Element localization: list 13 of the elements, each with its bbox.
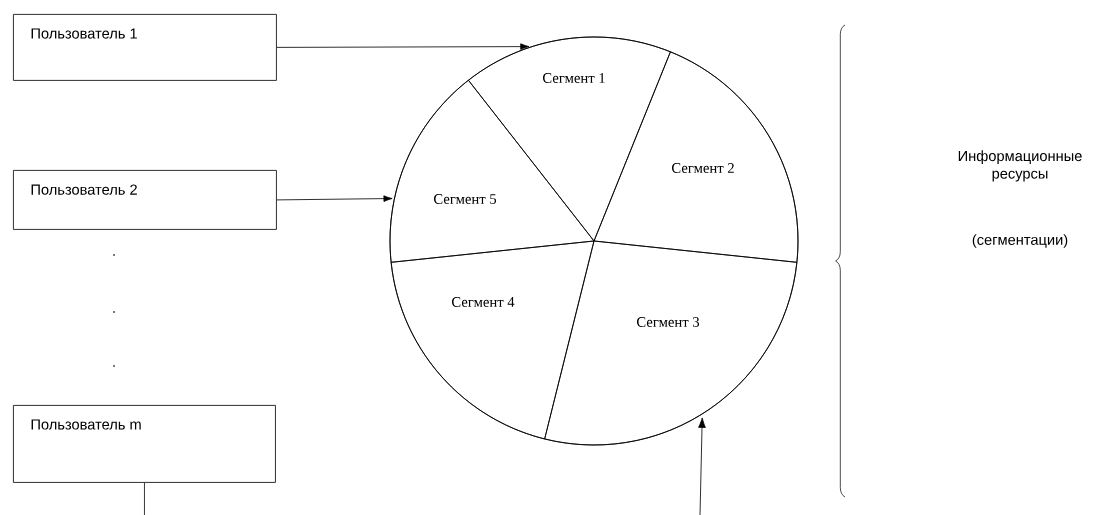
user-box: Пользователь 2 [13,170,277,230]
pie-segment: Сегмент 4 [390,240,595,440]
side-label: Информационные ресурсы [958,150,1082,182]
arrow [276,195,393,202]
side-label: (сегментации) [972,234,1068,248]
pie-segment: Сегмент 3 [544,240,798,446]
ellipsis-dot: . [113,365,115,367]
user-box: Пользователь 1 [13,14,277,81]
arrow [698,417,706,515]
user-box: Пользователь m [13,405,276,483]
ellipsis-dot: . [113,311,115,313]
ellipsis-dot: . [113,254,115,256]
arrow [276,43,530,50]
